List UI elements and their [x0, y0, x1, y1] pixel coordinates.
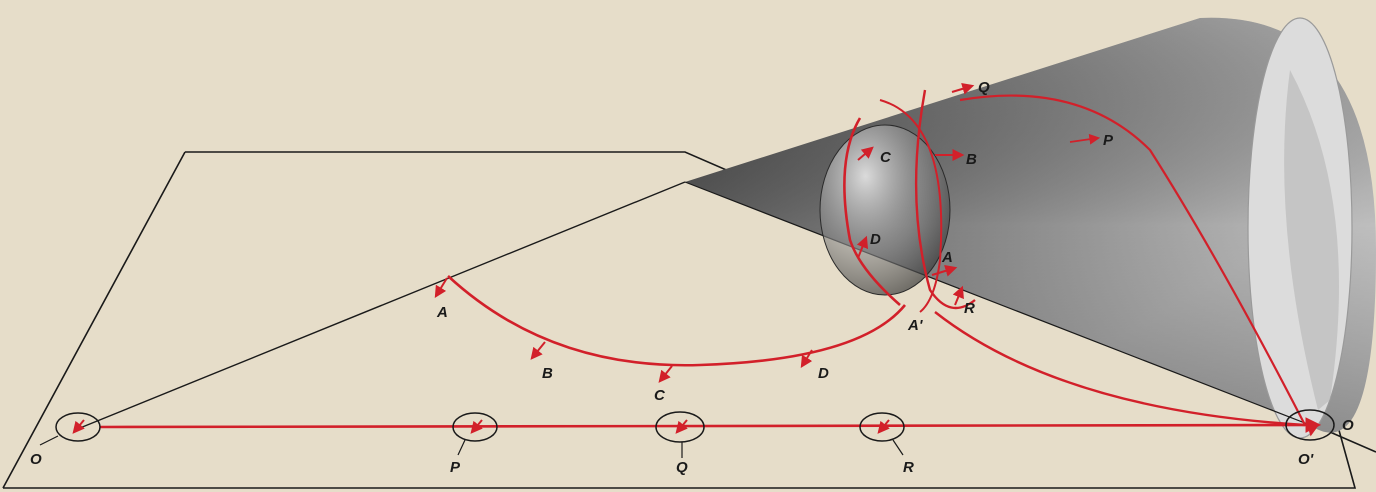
- label-base-o-right: O: [1342, 417, 1354, 434]
- cone-arrow-c: [857, 146, 874, 161]
- label-cone-b: B: [966, 151, 977, 168]
- cone-bottom-curve: [934, 311, 1306, 427]
- cone-inner-shadow: [1284, 70, 1339, 410]
- label-cone-c: C: [880, 149, 892, 166]
- cone-geodesic-curve: [959, 94, 1306, 426]
- label-plane-d: D: [818, 365, 829, 382]
- label-plane-b: B: [542, 365, 553, 382]
- base-circle-p: [452, 412, 498, 442]
- base-arrow-p: [470, 419, 483, 434]
- leader-o-left: [39, 435, 59, 446]
- label-base-q: Q: [676, 459, 688, 476]
- leader-r: [892, 439, 904, 456]
- label-base-p: P: [450, 459, 461, 476]
- label-base-o-left: O: [30, 451, 42, 468]
- cone-shading: [685, 17, 1376, 433]
- plane-arrow-c: [658, 365, 673, 383]
- sphere-circle-curve: [843, 117, 901, 306]
- cone-arrow-a: [931, 265, 958, 277]
- cone-arrow-q: [951, 83, 975, 95]
- cone-arrow-p: [1069, 133, 1101, 145]
- label-plane-a: A: [436, 304, 448, 321]
- base-circle-o-prime: [1285, 409, 1335, 441]
- base-arrow-r: [877, 419, 890, 434]
- plane-arrow-d: [800, 349, 813, 369]
- base-circle-q: [655, 411, 705, 443]
- cone-arrow-r: [952, 285, 964, 306]
- base-arrow-q: [675, 419, 688, 434]
- plane-arrow-b: [530, 341, 546, 360]
- label-cone-a: A: [941, 249, 953, 266]
- label-base-r: R: [903, 459, 914, 476]
- base-circle-o-left: [55, 412, 101, 442]
- sphere-circle-back-curve: [879, 99, 943, 313]
- leader-p: [457, 439, 466, 456]
- base-circle-r: [859, 412, 905, 442]
- label-plane-a-prime: A': [907, 317, 923, 334]
- cone-loop-curve: [914, 89, 976, 310]
- base-arrow-o-left: [72, 419, 85, 434]
- label-cone-q: Q: [978, 79, 990, 96]
- base-arrow-o-prime: [1306, 421, 1319, 437]
- label-cone-p: P: [1103, 132, 1114, 149]
- plane-arrow-a: [434, 277, 448, 299]
- label-cone-r: R: [964, 300, 975, 317]
- label-plane-c: C: [654, 387, 666, 404]
- label-base-o-prime: O': [1298, 451, 1314, 468]
- label-cone-d: D: [870, 231, 881, 248]
- plane-arc-curve: [447, 275, 907, 367]
- cone-seam-line: [684, 181, 1311, 426]
- plane-fold-line: [74, 181, 686, 431]
- cone-arrow-d: [856, 235, 869, 259]
- baseline-path: [99, 417, 1322, 433]
